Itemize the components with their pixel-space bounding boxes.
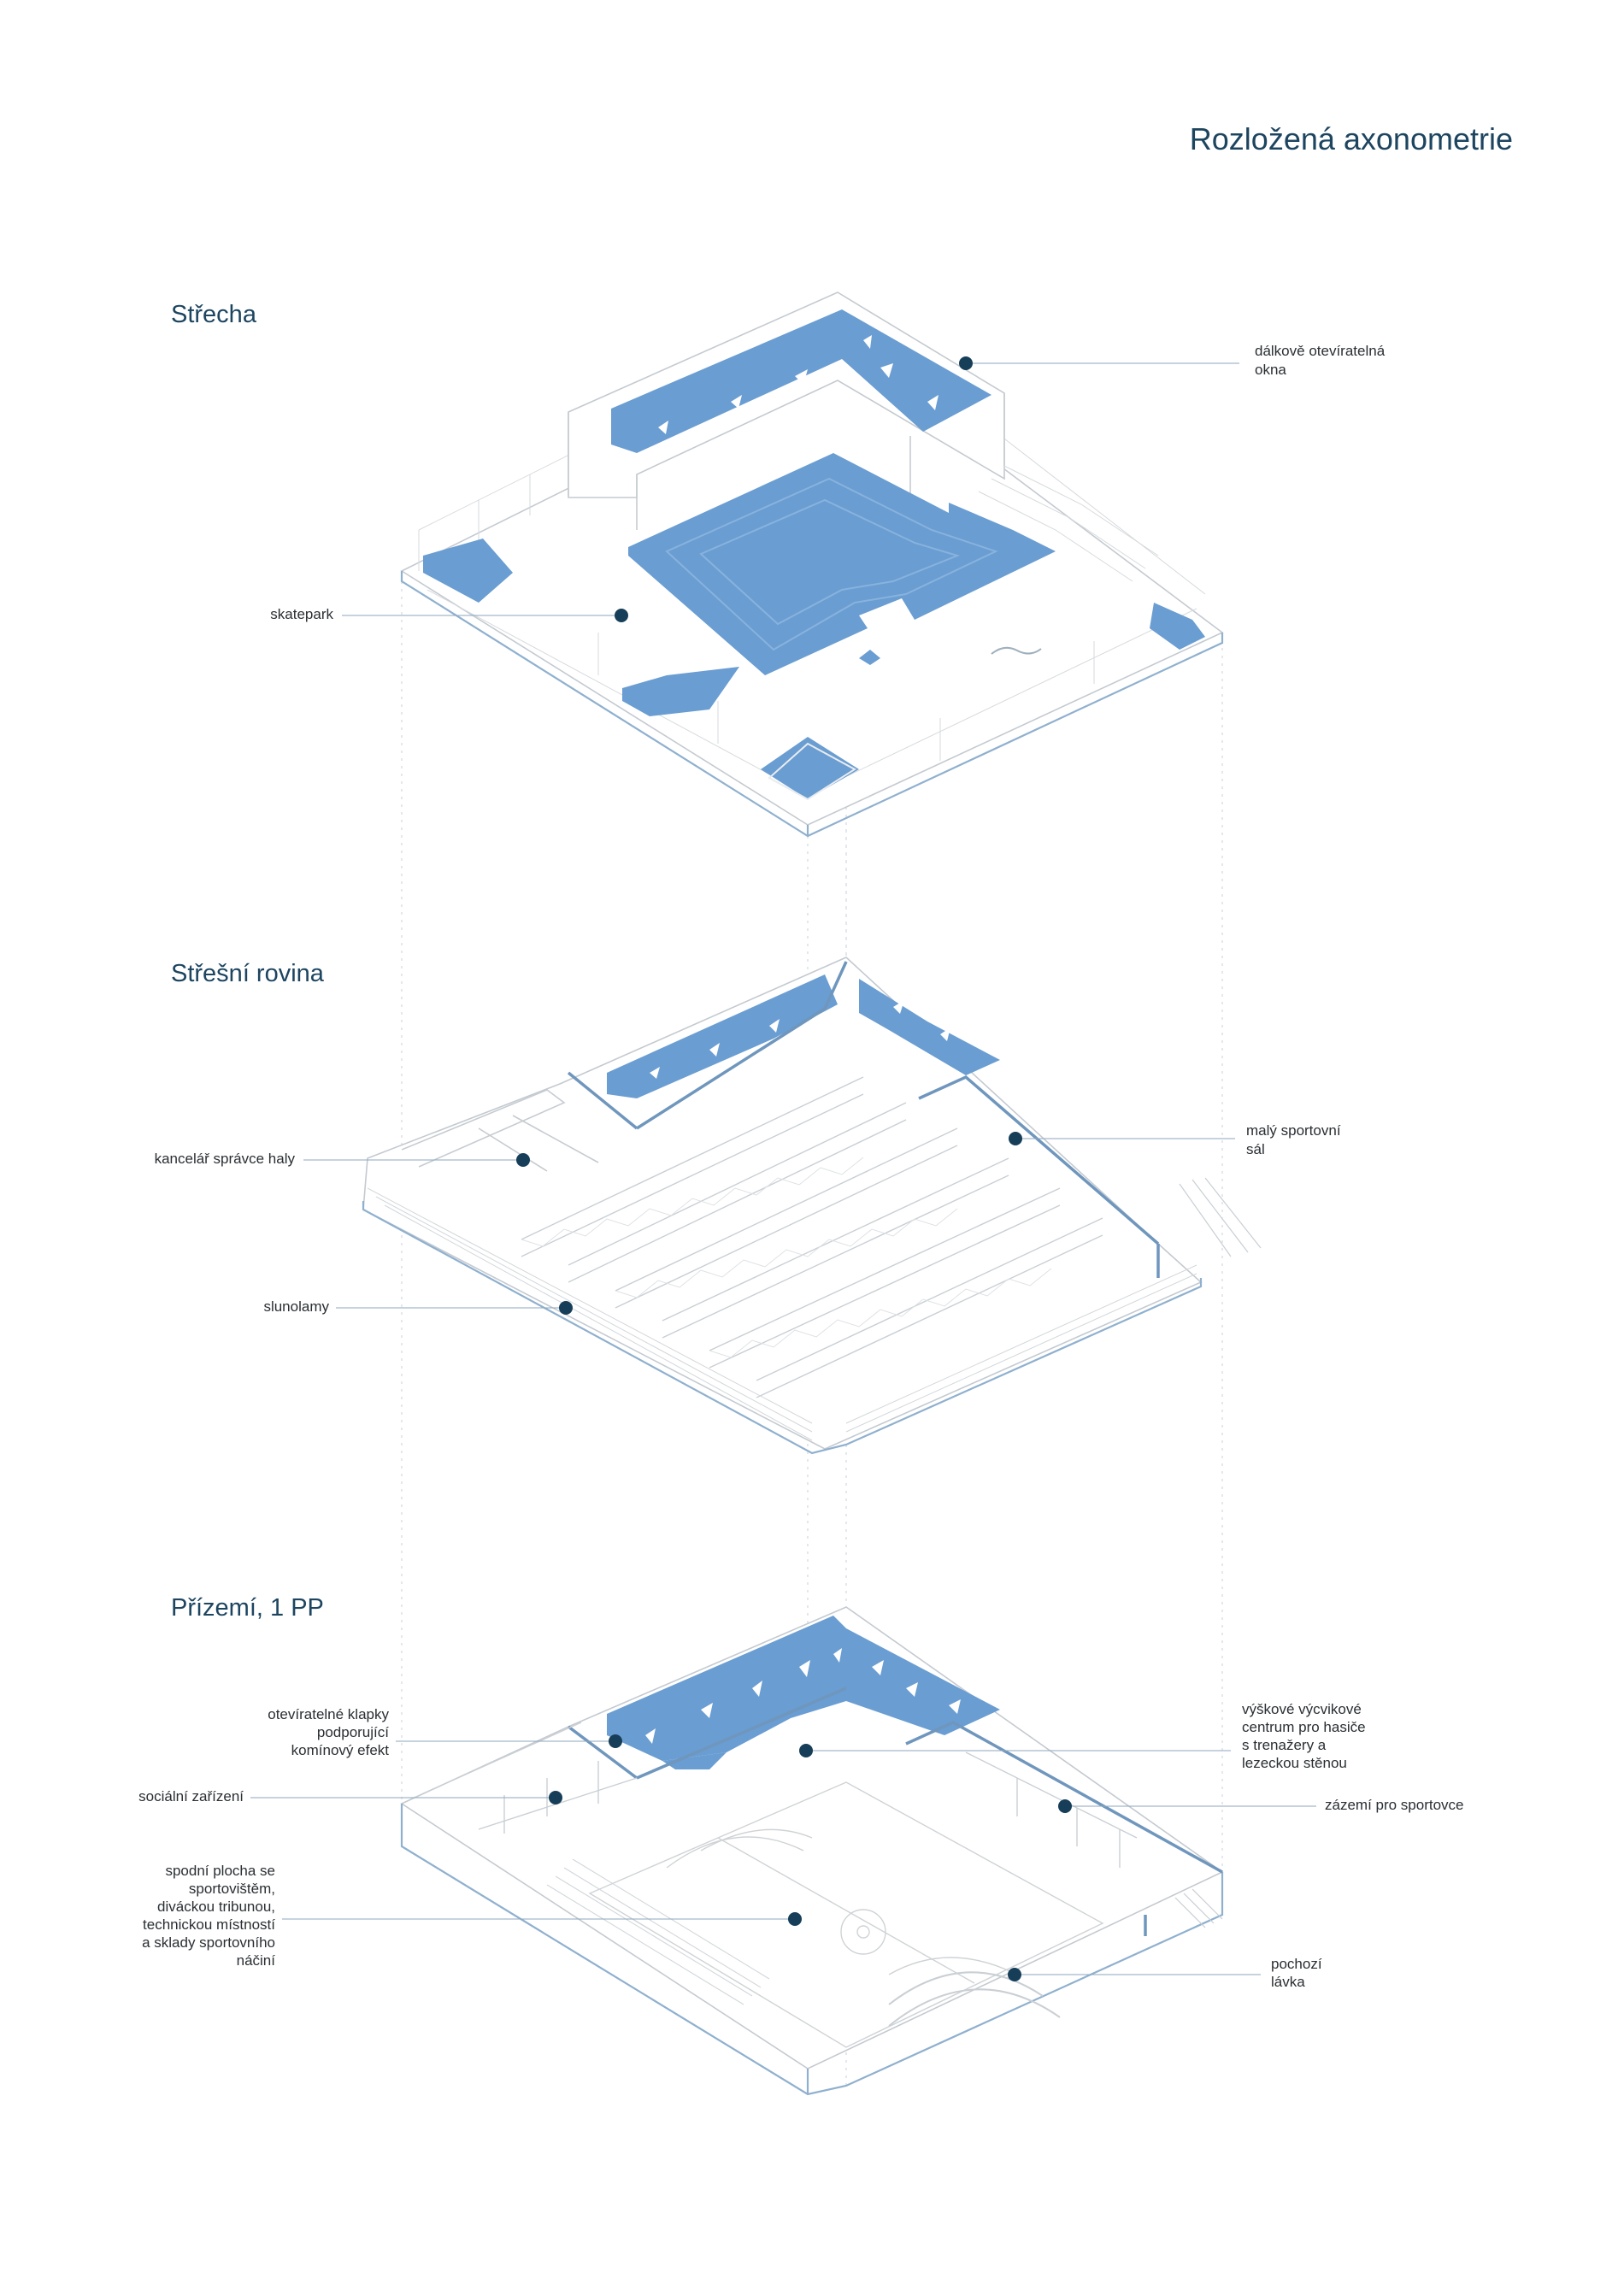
marker-dot [559,1301,573,1315]
annotation-athletes: zázemí pro sportovce [1058,1797,1464,1813]
label-windows-line2: okna [1255,362,1286,378]
label-training-line2: centrum pro hasiče [1242,1719,1366,1735]
label-athletes: zázemí pro sportovce [1325,1797,1464,1813]
label-office: kancelář správce haly [155,1151,296,1167]
roof-plane-holes [650,1000,950,1079]
annotation-small-hall: malý sportovní sál [1009,1122,1341,1157]
marker-dot [615,609,628,622]
annotation-windows: dálkově otevíratelná okna [959,343,1386,378]
annotation-sanitary: sociální zařízení [138,1788,562,1804]
ground-level-drawing [400,1606,1224,2096]
marker-dot [1009,1132,1022,1145]
label-lower-area-line4: technickou místností [143,1916,275,1933]
sun-louvres [367,1187,1197,1441]
label-lower-area-line2: sportovištěm, [189,1881,275,1897]
roof-window-holes [658,335,939,434]
annotation-lower-area: spodní plocha se sportovištěm, diváckou … [142,1863,802,1969]
label-flaps-line1: otevíratelné klapky [268,1706,389,1722]
marker-dot [516,1153,530,1167]
marker-dot [609,1734,622,1748]
marker-dot [959,356,973,370]
label-walkway-line2: lávka [1271,1974,1305,1990]
label-walkway-line1: pochozí [1271,1956,1322,1972]
label-sanitary: sociální zařízení [138,1788,244,1804]
annotation-flaps: otevíratelné klapky podporující komínový… [268,1706,622,1758]
label-training-line3: s trenažery a [1242,1737,1327,1753]
annotation-training: výškové výcvikové centrum pro hasiče s t… [799,1701,1366,1771]
label-louvres: slunolamy [263,1298,329,1315]
label-flaps-line2: podporující [317,1724,389,1740]
label-small-hall-line2: sál [1246,1141,1265,1157]
section-heading-ground: Přízemí, 1 PP [171,1594,324,1622]
label-training-line1: výškové výcvikové [1242,1701,1362,1717]
ground-right-stairs [1174,1888,1223,1928]
annotation-office: kancelář správce haly [155,1151,530,1167]
marker-dot [799,1744,813,1757]
label-skatepark: skatepark [270,606,333,622]
label-training-line4: lezeckou stěnou [1242,1755,1347,1771]
annotation-louvres: slunolamy [263,1298,573,1315]
section-heading-roof-plane: Střešní rovina [171,960,325,987]
marker-dot [1058,1799,1072,1813]
label-lower-area-line5: a sklady sportovního [142,1934,275,1951]
roof-level-drawing [400,291,1224,838]
label-lower-area-line6: náčiní [237,1952,276,1969]
label-flaps-line3: komínový efekt [291,1742,390,1758]
roof-plane-level-drawing [362,957,1262,1455]
roof-trusses [521,1076,1103,1398]
ground-wall-holes [645,1648,961,1744]
page-title: Rozložená axonometrie [1190,121,1513,156]
annotation-skatepark: skatepark [270,606,628,622]
marker-dot [788,1912,802,1926]
annotation-walkway: pochozí lávka [1008,1956,1322,1990]
court-outline [588,1781,1104,2048]
section-heading-roof: Střecha [171,301,257,328]
label-small-hall-line1: malý sportovní [1246,1122,1341,1139]
marker-dot [549,1791,562,1804]
marker-dot [1008,1968,1021,1981]
label-lower-area-line1: spodní plocha se [165,1863,275,1879]
right-stairs [1179,1177,1262,1257]
label-lower-area-line3: diváckou tribunou, [157,1899,275,1915]
label-windows-line1: dálkově otevíratelná [1255,343,1386,359]
